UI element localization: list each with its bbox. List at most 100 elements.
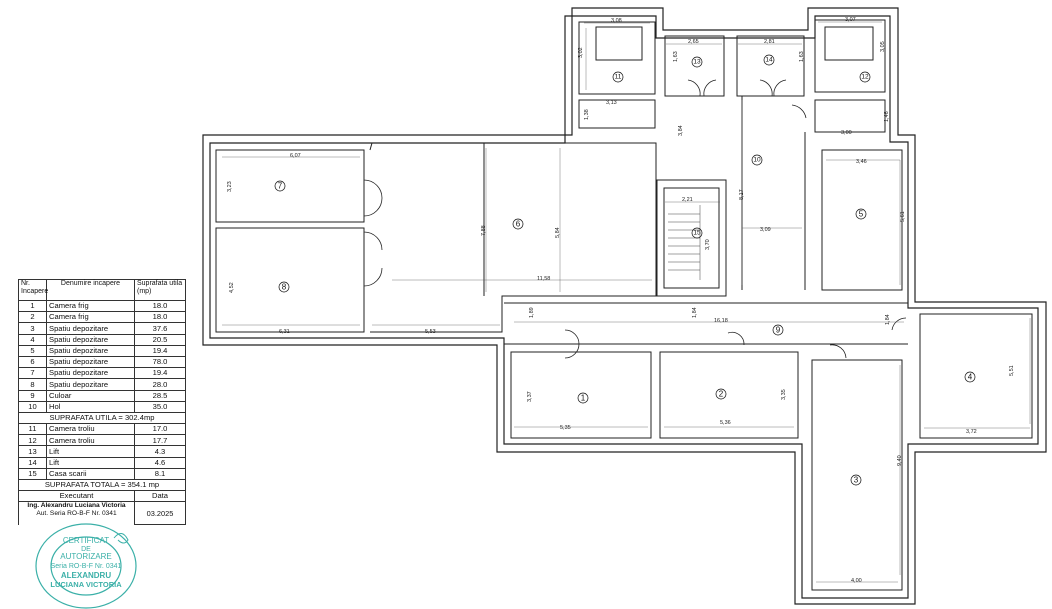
- dim-r6-height-2: 5,84: [555, 227, 561, 238]
- dimension-labels: 3,08 3,02 3,13 1,38 2,65 1,63 2,81 1,63 …: [227, 17, 1015, 584]
- dim-r11-bottom: 3,13: [606, 100, 617, 106]
- room-number-9: 9: [776, 326, 781, 335]
- dim-r12-side: 1,46: [884, 111, 890, 122]
- outer-walls: [202, 7, 1047, 605]
- dim-r3-height: 9,40: [897, 455, 903, 466]
- legend-row-area: 37.6: [134, 322, 186, 335]
- dimension-lines: [222, 21, 1031, 583]
- legend-row-name: Spatiu depozitare: [46, 344, 135, 357]
- legend-row-area: 19.4: [134, 367, 186, 380]
- room-number-1: 1: [581, 394, 586, 403]
- room-number-10: 10: [753, 157, 761, 164]
- legend-date-value: 03.2025: [134, 501, 186, 526]
- room-number-12: 12: [861, 74, 869, 81]
- legend-row-name: Casa scarii: [46, 467, 135, 481]
- dim-r10-vertical: 8,17: [739, 189, 745, 200]
- legend-authorization: Aut. Seria RO-B-F Nr. 0341: [36, 509, 117, 517]
- dim-r14-width: 2,81: [764, 39, 775, 45]
- dim-r15-width: 2,21: [682, 197, 693, 203]
- dim-r10-horizontal: 3,09: [760, 227, 771, 233]
- doors: [363, 79, 907, 359]
- dim-r4-height: 5,51: [1009, 365, 1015, 376]
- legend-row-name: Spatiu depozitare: [46, 378, 135, 391]
- legend-row-area: 28.0: [134, 378, 186, 391]
- legend-row-name: Camera frig: [46, 311, 135, 324]
- room-number-6: 6: [516, 220, 521, 229]
- dim-r5-height: 5,61: [900, 211, 906, 222]
- dim-r14-height: 1,63: [799, 51, 805, 62]
- dim-r9-width: 16,18: [714, 318, 728, 324]
- legend-row-area: 19.4: [134, 344, 186, 357]
- legend-total-row: SUPRAFATA TOTALA = 354.1 mp: [18, 478, 186, 492]
- legend-subtotal-row: SUPRAFATA UTILA = 302.4mp: [18, 411, 186, 425]
- legend-signature-header-row: Executant Data: [18, 490, 186, 503]
- dim-r11-side: 1,38: [584, 109, 590, 120]
- room-number-8: 8: [282, 283, 287, 292]
- legend-row-area: 17.7: [134, 434, 186, 447]
- legend-row-nr: 3: [18, 322, 47, 335]
- dim-r8-height: 4,52: [229, 282, 235, 293]
- legend-subtotal: SUPRAFATA UTILA = 302.4mp: [18, 411, 186, 425]
- dim-r9-height-3: 1,84: [885, 314, 891, 325]
- legend-row-name: Lift: [46, 456, 135, 469]
- room-numbers: 1 2 3 4 5 6 7 8 9 10 11 12 13 14 15: [278, 57, 973, 485]
- room-number-14: 14: [765, 57, 773, 64]
- legend-row-name: Spatiu depozitare: [46, 322, 135, 335]
- legend-row-area: 28.5: [134, 389, 186, 402]
- dim-r4-width: 3,72: [966, 429, 977, 435]
- legend-row-nr: 6: [18, 355, 47, 369]
- dim-r9-height-2: 1,84: [692, 307, 698, 318]
- legend-row-name: Spatiu depozitare: [46, 333, 135, 346]
- room-number-circles: [274, 54, 976, 486]
- dim-r5-width: 3,46: [856, 159, 867, 165]
- room-number-4: 4: [968, 373, 973, 382]
- legend-row-name: Spatiu depozitare: [46, 367, 135, 380]
- authorization-stamp: CERTIFICAT DE AUTORIZARE Seria RO-B-F Nr…: [35, 523, 137, 609]
- dim-r8-width: 6,31: [279, 329, 290, 335]
- legend-row-area: 78.0: [134, 355, 186, 369]
- room-number-2: 2: [719, 390, 724, 399]
- legend-engineer-name: Ing. Alexandru Luciana Victoria: [27, 502, 126, 510]
- legend-row-nr: 11: [18, 423, 47, 436]
- stamp-line-1: CERTIFICAT: [63, 536, 109, 545]
- dim-r11-height: 3,02: [578, 47, 584, 58]
- legend-row-nr: 8: [18, 378, 47, 391]
- room-number-11: 11: [615, 74, 622, 81]
- stamp-line-4: Seria RO-B-F Nr. 0341: [51, 563, 122, 570]
- dim-r13-height: 1,63: [673, 51, 679, 62]
- legend-executant-label: Executant: [18, 490, 135, 503]
- legend-row-area: 18.0: [134, 311, 186, 324]
- legend-row-area: 8.1: [134, 467, 186, 481]
- dim-r6-height-1: 7,88: [481, 225, 487, 236]
- dim-r3-width: 4,00: [851, 578, 862, 584]
- stairs: [668, 205, 701, 280]
- stamp-line-6: LUCIANA VICTORIA: [50, 580, 122, 589]
- legend-row-nr: 1: [18, 299, 47, 313]
- stamp-line-5: ALEXANDRU: [61, 571, 111, 580]
- legend-header-area: Suprafata utila (mp): [134, 279, 186, 301]
- legend-row-nr: 10: [18, 400, 47, 413]
- legend-header-row: Nr. Incapere Denumire incapere Suprafata…: [18, 279, 186, 301]
- legend-row-area: 20.5: [134, 333, 186, 346]
- legend-row-name: Lift: [46, 445, 135, 458]
- room-number-13: 13: [693, 59, 701, 66]
- legend-header-nr: Nr. Incapere: [18, 279, 48, 301]
- legend-row-area: 18.0: [134, 299, 186, 313]
- dim-r6-width: 11,58: [537, 276, 550, 282]
- inner-walls: [215, 19, 1033, 591]
- dim-r9-height-1: 1,89: [529, 307, 535, 318]
